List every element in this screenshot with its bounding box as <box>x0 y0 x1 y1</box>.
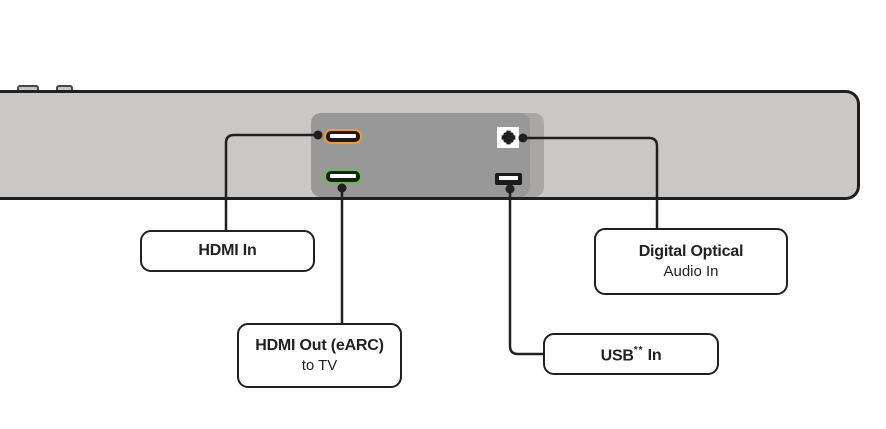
digital-optical-port-icon <box>497 127 519 148</box>
usb-connector-line <box>508 189 544 356</box>
hdmi-out-port-icon <box>324 169 362 184</box>
hdmi-slot <box>330 174 356 178</box>
hdmi-in-label-title: HDMI In <box>198 242 257 259</box>
hdmi-in-port-icon <box>324 129 362 144</box>
hdmi-out-label: HDMI Out (eARC) to TV <box>237 323 402 388</box>
mounting-tab <box>56 85 73 94</box>
hdmi-in-label: HDMI In <box>140 230 315 272</box>
digital-optical-label-title: Digital Optical <box>638 242 744 260</box>
usb-port-icon <box>495 173 522 185</box>
digital-optical-label: Digital Optical Audio In <box>594 228 788 295</box>
toslink-glyph <box>501 130 515 145</box>
usb-word: USB <box>600 347 634 365</box>
usb-asterisks: ** <box>633 344 644 356</box>
hdmi-slot <box>330 134 356 138</box>
usb-label: USB**In <box>543 333 719 375</box>
usb-slot <box>499 176 518 180</box>
digital-optical-label-subtitle: Audio In <box>663 262 719 280</box>
hdmi-out-label-subtitle: to TV <box>301 356 338 374</box>
hdmi-out-label-title: HDMI Out (eARC) <box>255 336 384 354</box>
soundbar-body <box>0 90 860 200</box>
usb-label-title: USB**In <box>601 342 662 366</box>
usb-suffix: In <box>647 347 662 365</box>
mounting-tab <box>17 85 39 94</box>
connection-panel <box>311 113 544 197</box>
